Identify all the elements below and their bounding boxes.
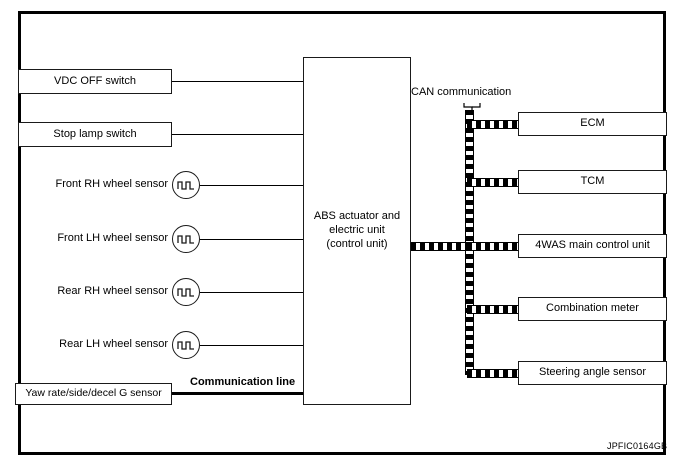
box-label: TCM	[580, 175, 605, 188]
box-ecm: ECM	[518, 112, 667, 136]
box-label: ECM	[580, 117, 605, 130]
box-label: 4WAS main control unit	[535, 239, 650, 252]
box-4was-main-control-unit: 4WAS main control unit	[518, 234, 667, 258]
box-vdc-off-switch: VDC OFF switch	[18, 69, 172, 94]
sensor-label-text: Front LH wheel sensor	[57, 232, 168, 244]
box-stop-lamp-switch: Stop lamp switch	[18, 122, 172, 147]
can-bus-trunk	[411, 242, 467, 251]
can-stub-combination-meter	[467, 305, 520, 314]
square-wave-circle-icon	[172, 225, 200, 253]
square-wave-circle-icon	[172, 331, 200, 359]
can-stub-steering-angle-sensor	[467, 369, 520, 378]
wire-stop-lamp-switch	[172, 134, 304, 135]
wire-vdc-off-switch	[172, 81, 304, 82]
can-stub-4was	[467, 242, 520, 251]
abs-line-3: (control unit)	[326, 237, 388, 250]
sensor-label-text: Rear LH wheel sensor	[59, 338, 168, 350]
wire-rear-lh-wheel-sensor	[200, 345, 304, 346]
box-label: Yaw rate/side/decel G sensor	[25, 387, 162, 400]
label-front-rh-wheel-sensor: Front RH wheel sensor	[30, 178, 169, 190]
box-label: Combination meter	[546, 302, 639, 315]
reference-code: JPFIC0164GB	[607, 441, 668, 451]
can-leader-bracket	[462, 100, 482, 118]
square-wave-circle-icon	[172, 171, 200, 199]
sensor-label-text: Front RH wheel sensor	[55, 178, 169, 190]
label-front-lh-wheel-sensor: Front LH wheel sensor	[30, 232, 168, 244]
box-tcm: TCM	[518, 170, 667, 194]
label-rear-lh-wheel-sensor: Rear LH wheel sensor	[30, 338, 168, 350]
box-yaw-rate-sensor: Yaw rate/side/decel G sensor	[15, 383, 172, 405]
sensor-label-text: Rear RH wheel sensor	[57, 285, 168, 297]
label-rear-rh-wheel-sensor: Rear RH wheel sensor	[30, 285, 168, 297]
box-abs-actuator-control-unit: ABS actuator and electric unit (control …	[303, 57, 411, 405]
wire-rear-rh-wheel-sensor	[200, 292, 304, 293]
box-label: Steering angle sensor	[538, 366, 646, 379]
wire-front-rh-wheel-sensor	[200, 185, 304, 186]
box-steering-angle-sensor: Steering angle sensor	[518, 361, 667, 385]
label-communication-line: Communication line	[190, 376, 296, 388]
abs-line-1: ABS actuator and	[313, 210, 401, 223]
box-label: VDC OFF switch	[54, 74, 136, 87]
wire-front-lh-wheel-sensor	[200, 239, 304, 240]
square-wave-circle-icon	[172, 278, 200, 306]
can-stub-tcm	[467, 178, 520, 187]
box-label: Stop lamp switch	[53, 127, 137, 140]
can-stub-ecm	[467, 120, 520, 129]
label-can-communication: CAN communication	[411, 86, 512, 98]
abs-line-2: electric unit	[329, 224, 385, 237]
box-combination-meter: Combination meter	[518, 297, 667, 321]
wire-communication-line	[172, 392, 304, 395]
